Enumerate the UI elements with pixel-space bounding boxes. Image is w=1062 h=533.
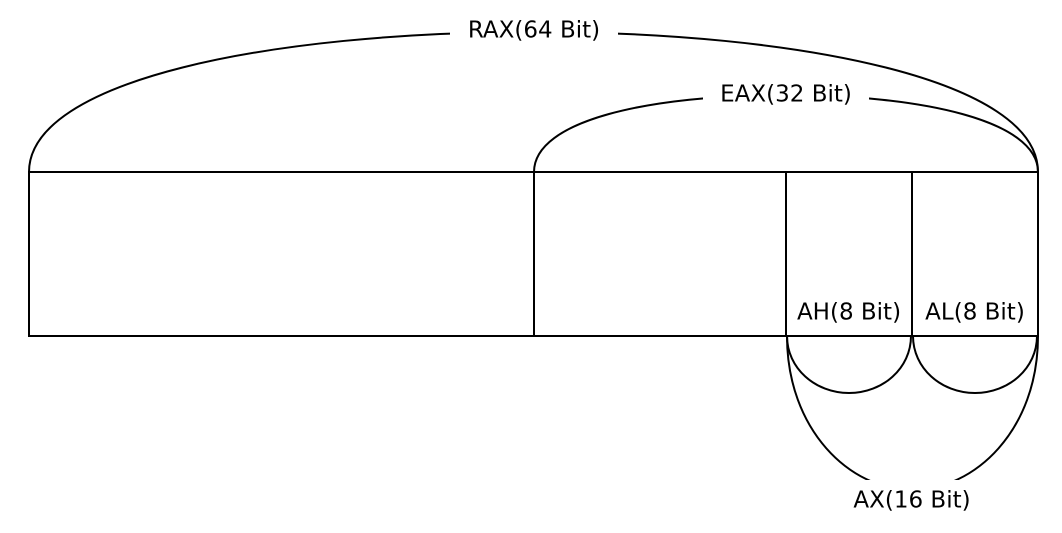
ah-span-arc [786, 335, 912, 395]
ah-label: AH(8 Bit) [797, 300, 901, 326]
ax-label-backdrop [838, 480, 988, 524]
ax-span-arc [786, 335, 1039, 492]
rax-label: RAX(64 Bit) [468, 18, 600, 44]
eax-label-backdrop [703, 76, 869, 116]
rax-label-backdrop [450, 12, 618, 52]
eax-label: EAX(32 Bit) [720, 82, 852, 108]
al-label: AL(8 Bit) [925, 300, 1025, 326]
rax-span-arc [28, 30, 1039, 173]
ax-label: AX(16 Bit) [853, 488, 970, 514]
al-span-arc [912, 335, 1038, 395]
